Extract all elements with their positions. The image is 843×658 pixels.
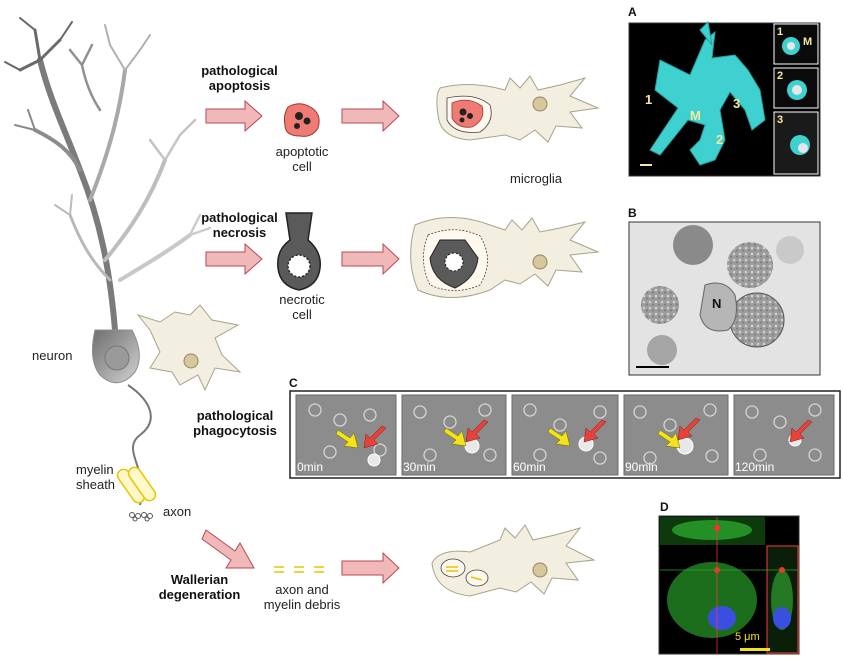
microglia-nucleus (183, 353, 199, 369)
panel-a-insets (773, 23, 819, 175)
panel-a-label-m: M (690, 108, 701, 123)
label-axon: axon (163, 504, 192, 519)
panel-a-letter: A (628, 5, 637, 19)
panel-a-microglia (649, 20, 766, 166)
neuron-nucleus (104, 345, 130, 371)
panel-c-time-90: 90min (625, 460, 658, 474)
panel-c-time-60: 60min (513, 460, 546, 474)
panel-c-yellow-arrows (335, 427, 681, 449)
myelin-debris-shapes (274, 566, 324, 573)
panel-d-letter: D (660, 500, 669, 514)
axon-terminal (129, 512, 153, 522)
label-phagocytosis: pathological phagocytosis (193, 408, 277, 438)
label-microglia: microglia (509, 171, 562, 186)
label-wallerian: Wallerian degeneration (158, 572, 241, 602)
apoptotic-fragments (294, 112, 311, 129)
panel-c-time-120: 120min (735, 460, 775, 474)
label-apoptosis: pathological apoptosis (201, 63, 278, 93)
label-necrotic-cell: necrotic cell (279, 292, 325, 322)
panel-a-scale (640, 164, 652, 166)
panel-b-scale (636, 366, 669, 368)
panel-a-label-3: 3 (733, 96, 741, 111)
panel-a-label-1: 1 (645, 92, 653, 107)
panel-a-inset-2-num: 2 (777, 70, 784, 82)
label-debris: axon and myelin debris (263, 582, 341, 612)
panel-c-time-30: 30min (403, 460, 436, 474)
panel-b-letter: B (628, 206, 637, 220)
panel-b-em (641, 225, 804, 365)
label-neuron: neuron (32, 348, 73, 363)
panel-a-inset-1-tag: M (803, 36, 813, 48)
panel-b-nucleus-label: N (712, 296, 722, 311)
label-necrosis: pathological necrosis (201, 210, 278, 240)
neuron-dendrites (4, 17, 212, 333)
necrotic-nucleus (287, 254, 311, 278)
panel-a-label-2: 2 (716, 132, 724, 147)
microglia-neuron (136, 304, 242, 392)
label-myelin-sheath: myelin sheath (76, 462, 116, 492)
panel-c-cells (308, 403, 822, 465)
panel-d-cell (660, 517, 798, 654)
microglia-wallerian (431, 524, 596, 597)
panel-a-inset-1-num: 1 (777, 26, 784, 38)
panel-c-red-arrows (363, 417, 813, 449)
panel-d-scale-label: 5 μm (735, 631, 760, 643)
label-apoptotic-cell: apoptotic cell (275, 144, 329, 174)
panel-c-letter: C (289, 376, 298, 390)
microglia-apoptosis (436, 75, 600, 143)
panel-c-time-0: 0min (297, 460, 324, 474)
microglia-necrosis (410, 217, 600, 298)
panel-d-scale (740, 648, 770, 651)
myelin-sheath-shape (116, 466, 157, 504)
panel-a-inset-3-num: 3 (777, 114, 784, 126)
arrows (201, 99, 400, 585)
apoptotic-cell-shape (283, 103, 320, 137)
